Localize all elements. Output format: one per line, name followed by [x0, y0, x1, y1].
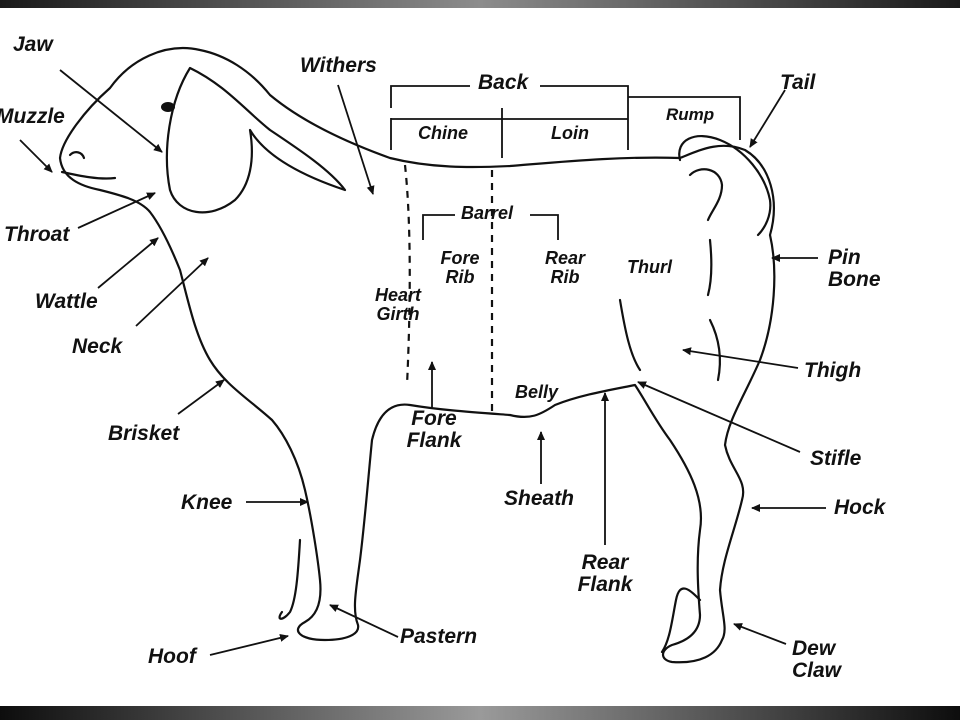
- pastern-arrow: [329, 604, 399, 638]
- thigh-arrow: [682, 347, 799, 369]
- jaw-arrow: [59, 69, 163, 153]
- label-fore-rib: Fore Rib: [436, 249, 484, 287]
- label-rear-flank-line2: Flank: [577, 573, 633, 597]
- label-pin-bone: Pin Bone: [828, 246, 881, 292]
- label-rump: Rump: [666, 105, 715, 124]
- label-heart-girth: Heart Girth: [368, 286, 428, 324]
- label-wattle: Wattle: [35, 290, 98, 313]
- label-dew-claw-line2: Claw: [792, 659, 842, 683]
- bottom-frame-bar: [0, 706, 960, 720]
- brisket-arrow: [177, 379, 225, 415]
- label-pin-bone-line2: Bone: [828, 268, 881, 292]
- wattle-arrow: [97, 237, 159, 289]
- dew-claw-arrow: [733, 623, 787, 645]
- hoof-arrow: [209, 634, 289, 656]
- label-hoof: Hoof: [148, 645, 196, 668]
- label-rear-rib: Rear Rib: [540, 249, 590, 287]
- barrel-bracket: [422, 214, 559, 240]
- stifle-arrow: [637, 381, 801, 453]
- ear-outline: [165, 66, 347, 214]
- goat-outline: [58, 47, 776, 664]
- label-jaw: Jaw: [13, 33, 53, 56]
- label-back: Back: [478, 71, 529, 94]
- label-barrel: Barrel: [461, 203, 514, 223]
- throat-arrow: [77, 192, 156, 229]
- label-fore-rib-line1: Fore: [440, 248, 480, 268]
- label-rear-rib-line2: Rib: [550, 266, 580, 287]
- label-sheath: Sheath: [504, 487, 575, 510]
- label-dew-claw-line1: Dew: [792, 637, 836, 660]
- muzzle-arrow: [19, 139, 53, 173]
- tail-arrow: [749, 89, 786, 148]
- label-fore-flank-line1: Fore: [411, 407, 457, 430]
- neck-arrow: [135, 257, 209, 327]
- label-heart-girth-line1: Heart: [374, 285, 422, 305]
- label-thigh: Thigh: [804, 359, 862, 382]
- top-frame-bar: [0, 0, 960, 8]
- label-muzzle: Muzzle: [0, 105, 65, 128]
- label-heart-girth-line2: Girth: [376, 303, 420, 324]
- label-brisket: Brisket: [108, 422, 180, 445]
- label-pin-bone-line1: Pin: [828, 246, 861, 269]
- label-hock: Hock: [834, 496, 886, 519]
- label-withers: Withers: [300, 54, 377, 77]
- label-fore-rib-line2: Rib: [445, 266, 475, 287]
- label-dew-claw: Dew Claw: [792, 637, 842, 683]
- eye: [161, 102, 175, 112]
- label-rear-flank-line1: Rear: [581, 551, 629, 574]
- label-throat: Throat: [4, 223, 70, 246]
- label-loin: Loin: [551, 123, 589, 143]
- label-rear-rib-line1: Rear: [544, 248, 586, 268]
- label-knee: Knee: [181, 491, 233, 514]
- label-fore-flank: Fore Flank: [402, 407, 466, 453]
- back-bracket: [390, 85, 629, 108]
- tail-outline: [678, 135, 772, 237]
- label-neck: Neck: [72, 335, 123, 358]
- label-thurl: Thurl: [627, 257, 672, 277]
- label-pastern: Pastern: [400, 625, 478, 648]
- withers-arrow: [337, 84, 375, 195]
- label-chine: Chine: [418, 123, 469, 143]
- label-belly: Belly: [515, 382, 559, 402]
- label-tail: Tail: [780, 71, 816, 94]
- chine-loin-rump-bracket: [390, 96, 741, 158]
- label-fore-flank-line2: Flank: [406, 429, 462, 453]
- label-rear-flank: Rear Flank: [572, 551, 638, 597]
- label-stifle: Stifle: [810, 447, 862, 470]
